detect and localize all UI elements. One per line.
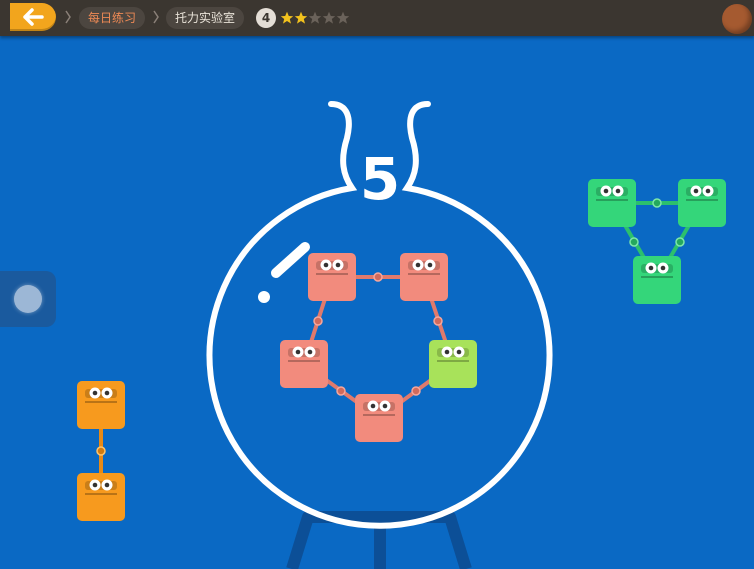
flask-outline [206, 101, 553, 529]
breadcrumb-daily-practice[interactable]: 每日练习 [79, 7, 146, 29]
level-number: 4 [256, 8, 276, 28]
creature-chain-pair[interactable] [77, 381, 125, 521]
side-drawer-handle[interactable] [0, 271, 56, 327]
pink-creature[interactable] [308, 253, 356, 301]
creature-chain-pentagon[interactable] [280, 253, 477, 442]
orange-creature[interactable] [77, 381, 125, 429]
pink-creature[interactable] [355, 394, 403, 442]
pink-creature[interactable] [400, 253, 448, 301]
star-filled-icon [280, 11, 294, 24]
pink-creature[interactable] [280, 340, 328, 388]
breadcrumb-chevron-icon [153, 10, 159, 24]
star-empty-icon [308, 11, 322, 24]
green-creature[interactable] [678, 179, 726, 227]
green-creature[interactable] [588, 179, 636, 227]
lime-creature[interactable] [429, 340, 477, 388]
breadcrumb-tension-lab[interactable]: 托力实验室 [166, 7, 245, 29]
arrow-left-icon [23, 8, 44, 26]
back-button[interactable] [10, 3, 56, 31]
orange-creature[interactable] [77, 473, 125, 521]
creature-chain-triangle[interactable] [588, 179, 726, 304]
star-empty-icon [322, 11, 336, 24]
menu-ball-button[interactable] [722, 4, 752, 34]
star-empty-icon [336, 11, 350, 24]
top-bar: 每日练习 托力实验室 4 [0, 0, 754, 36]
breadcrumb-chevron-icon [65, 10, 71, 24]
glass-shine [258, 242, 310, 303]
green-creature[interactable] [633, 256, 681, 304]
star-filled-icon [294, 11, 308, 24]
level-indicator: 4 [256, 7, 356, 29]
flask-counter: 5 [359, 145, 401, 213]
drawer-knob-icon [14, 285, 42, 313]
